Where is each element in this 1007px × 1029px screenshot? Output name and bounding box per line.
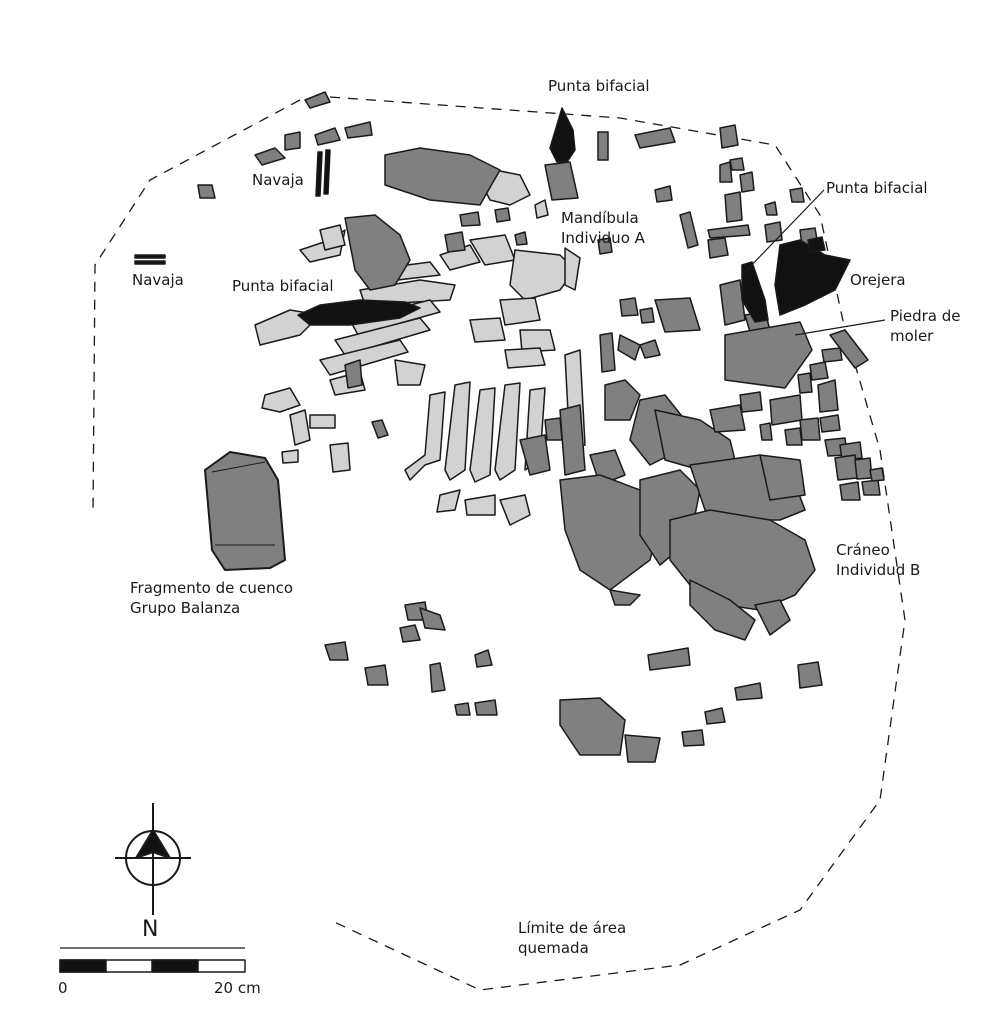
ceramic-fragments bbox=[197, 91, 885, 763]
burned-area-boundary-west bbox=[92, 99, 301, 516]
label-punta-bifacial-right: Punta bifacial bbox=[826, 179, 928, 197]
blade-upper bbox=[315, 151, 323, 197]
bifacial-point-north bbox=[549, 107, 576, 163]
leader-line-piedra bbox=[794, 319, 886, 336]
scale-bar bbox=[59, 947, 246, 973]
scale-start-label: 0 bbox=[58, 979, 68, 997]
label-mandibula-line2: Individuo A bbox=[561, 229, 645, 247]
label-navaja-upper: Navaja bbox=[252, 171, 304, 189]
label-navaja-left: Navaja bbox=[132, 271, 184, 289]
compass-north-icon bbox=[115, 803, 191, 915]
label-limite-line2: quemada bbox=[518, 939, 589, 957]
label-cuenco-line2: Grupo Balanza bbox=[130, 599, 241, 617]
bowl-fragment-inner-line bbox=[211, 461, 275, 546]
label-cuenco-line1: Fragmento de cuenco bbox=[130, 579, 294, 597]
compass-north-label: N bbox=[142, 917, 159, 942]
label-punta-bifacial-top: Punta bifacial bbox=[548, 77, 650, 95]
label-mandibula-line1: Mandíbula bbox=[561, 209, 639, 227]
leader-line-punta-right bbox=[744, 189, 825, 273]
blade-left bbox=[134, 254, 166, 259]
bifacial-point-west bbox=[297, 299, 421, 326]
ear-ornament-piece bbox=[807, 236, 826, 253]
label-craneo-line1: Cráneo bbox=[836, 541, 890, 559]
label-orejera: Orejera bbox=[850, 271, 906, 289]
scale-end-label: 20 cm bbox=[214, 979, 261, 997]
label-limite-line1: Límite de área bbox=[518, 919, 627, 937]
blade-upper-2 bbox=[323, 149, 331, 195]
burned-area-boundary bbox=[329, 96, 906, 991]
lithic-artifacts bbox=[134, 107, 851, 326]
label-piedra-line1: Piedra de bbox=[890, 307, 961, 325]
bifacial-point-east bbox=[741, 261, 769, 323]
bowl-fragment bbox=[204, 451, 286, 571]
label-craneo-line2: Individud B bbox=[836, 561, 921, 579]
label-piedra-line2: moler bbox=[890, 327, 934, 345]
label-punta-bifacial-left: Punta bifacial bbox=[232, 277, 334, 295]
blade-left-2 bbox=[134, 260, 166, 265]
